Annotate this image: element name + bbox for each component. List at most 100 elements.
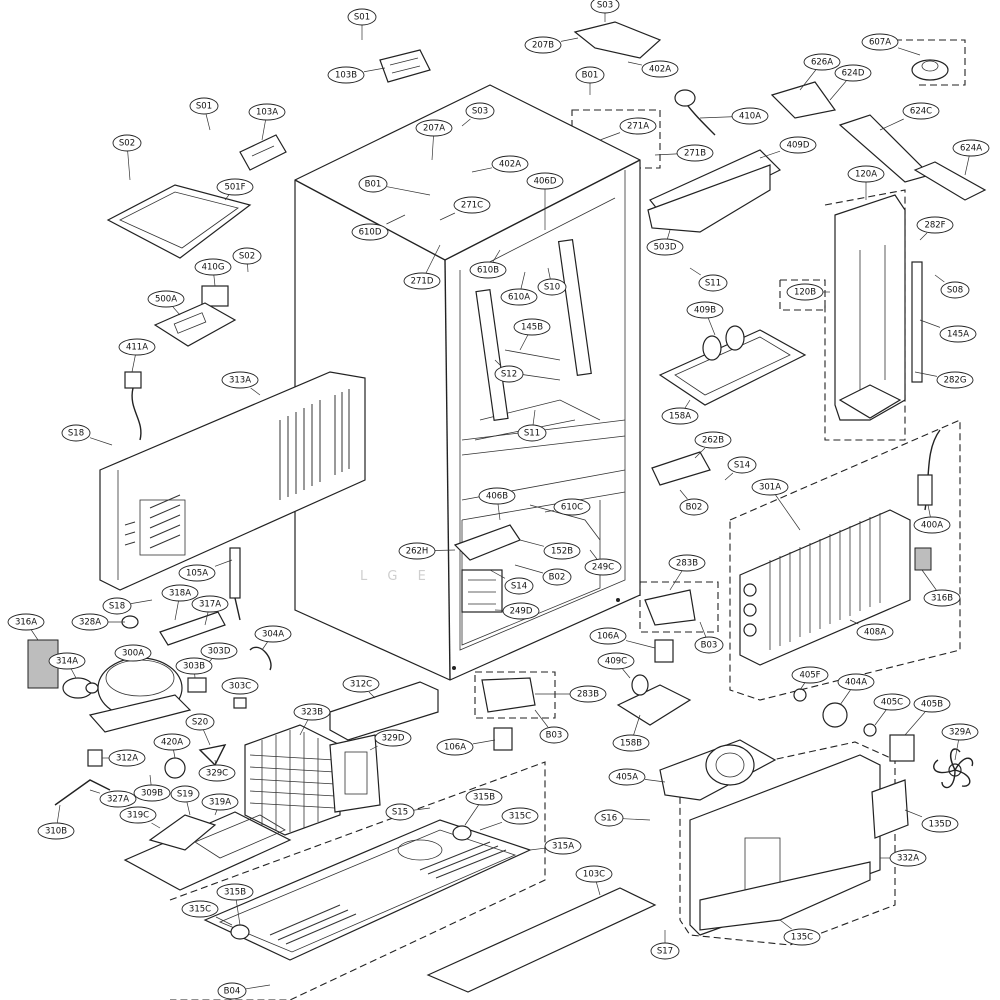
callout-label: 271D — [411, 277, 434, 287]
callout-283b: 283B — [569, 685, 607, 703]
leader-s14b — [489, 569, 506, 579]
callout-145a: 145A — [939, 325, 977, 343]
callout-bubble — [941, 723, 979, 741]
callout-bubble — [939, 325, 977, 343]
callout-bubble — [619, 117, 657, 135]
callout-405c: 405C — [873, 693, 911, 711]
callout-label: 315B — [224, 888, 246, 898]
callout-label: 303D — [208, 647, 231, 657]
callout-label: 328A — [79, 618, 101, 628]
leader-b04 — [245, 984, 271, 990]
leader-b02a — [679, 489, 688, 500]
callout-bubble — [916, 216, 954, 234]
callout-label: S15 — [392, 808, 408, 818]
callout-s19: S19 — [170, 785, 200, 803]
callout-bubble — [469, 261, 507, 279]
callout-label: 607A — [869, 38, 891, 48]
callout-bubble — [254, 625, 292, 643]
leader-312c — [368, 691, 376, 699]
callout-bubble — [342, 675, 380, 693]
callout-bubble — [517, 424, 547, 442]
callout-label: B01 — [365, 180, 382, 190]
callout-label: 323B — [301, 708, 323, 718]
leader-b02b — [514, 564, 544, 574]
callout-label: 327A — [107, 795, 129, 805]
callout-label: 318A — [169, 589, 191, 599]
leader-315b-top — [464, 804, 479, 826]
leader-405b — [904, 711, 926, 736]
leader-607a — [897, 47, 921, 56]
callout-label: B03 — [546, 731, 563, 741]
leader-626a — [799, 69, 816, 91]
callout-label: 271B — [684, 149, 706, 159]
callout-bubble — [502, 602, 540, 620]
leader-501f — [224, 194, 230, 201]
callout-label: S10 — [544, 283, 560, 293]
callout-315b: 315B — [216, 883, 254, 901]
callout-label: 303B — [183, 662, 205, 672]
callout-bubble — [783, 928, 821, 946]
callout-bubble — [913, 516, 951, 534]
callout-bubble — [513, 318, 551, 336]
callout-label: 315B — [473, 793, 495, 803]
leader-158b — [633, 714, 641, 736]
callout-106a-r: 106A — [589, 627, 627, 645]
callout-bubble — [221, 677, 259, 695]
callout-bubble — [751, 478, 789, 496]
callout-503d: 503D — [646, 238, 684, 256]
leader-s18b — [130, 599, 153, 604]
leader-410g — [213, 274, 216, 287]
callout-label: 329A — [949, 728, 971, 738]
callout-s02b: S02 — [232, 247, 262, 265]
callout-409c: 409C — [597, 652, 635, 670]
callout-label: S08 — [947, 286, 963, 296]
callout-500a: 500A — [147, 290, 185, 308]
callout-label: 316A — [15, 618, 37, 628]
leader-106a — [472, 739, 496, 745]
callout-bubble — [415, 119, 453, 137]
callout-145b: 145B — [513, 318, 551, 336]
callout-label: S18 — [109, 602, 125, 612]
callout-332a: 332A — [889, 849, 927, 867]
leader-624c — [879, 118, 904, 131]
callout-s03a: S03 — [590, 0, 620, 14]
leader-408a — [849, 619, 859, 625]
callout-labels: S01103BS03207B402AB01607A626A624DS01103A… — [7, 0, 990, 1000]
callout-bubble — [575, 66, 605, 84]
leader-s16 — [622, 818, 651, 821]
leader-103a — [261, 119, 266, 141]
leader-s14a — [724, 472, 734, 481]
leader-624a — [964, 155, 970, 176]
callout-bubble — [133, 784, 171, 802]
callout-label: S01 — [196, 102, 212, 112]
callout-bubble — [494, 365, 524, 383]
callout-bubble — [727, 456, 757, 474]
callout-316a: 316A — [7, 613, 45, 631]
leader-411a — [131, 354, 136, 373]
callout-bubble — [491, 155, 529, 173]
callout-bubble — [668, 554, 706, 572]
callout-s18a: S18 — [61, 424, 91, 442]
callout-label: B04 — [224, 987, 241, 997]
callout-label: B02 — [549, 573, 566, 583]
callout-label: 405A — [616, 773, 638, 783]
leader-301a — [775, 494, 801, 531]
leader-402a-top — [627, 61, 643, 66]
callout-label: 317A — [199, 600, 221, 610]
callout-label: S11 — [705, 279, 721, 289]
callout-bubble — [347, 8, 377, 26]
callout-bubble — [923, 589, 961, 607]
leader-317a — [204, 611, 209, 626]
callout-label: 262B — [702, 436, 724, 446]
leader-145a — [919, 319, 941, 328]
callout-label: 624A — [960, 144, 982, 154]
leader-323b — [299, 719, 309, 736]
callout-label: 405B — [921, 700, 943, 710]
callout-label: 420A — [161, 738, 183, 748]
leader-207a — [431, 135, 434, 161]
callout-328a: 328A — [71, 613, 109, 631]
callout-bubble — [641, 60, 679, 78]
callout-label: 300A — [122, 649, 144, 659]
callout-label: 103A — [256, 108, 278, 118]
callout-310b: 310B — [37, 822, 75, 840]
